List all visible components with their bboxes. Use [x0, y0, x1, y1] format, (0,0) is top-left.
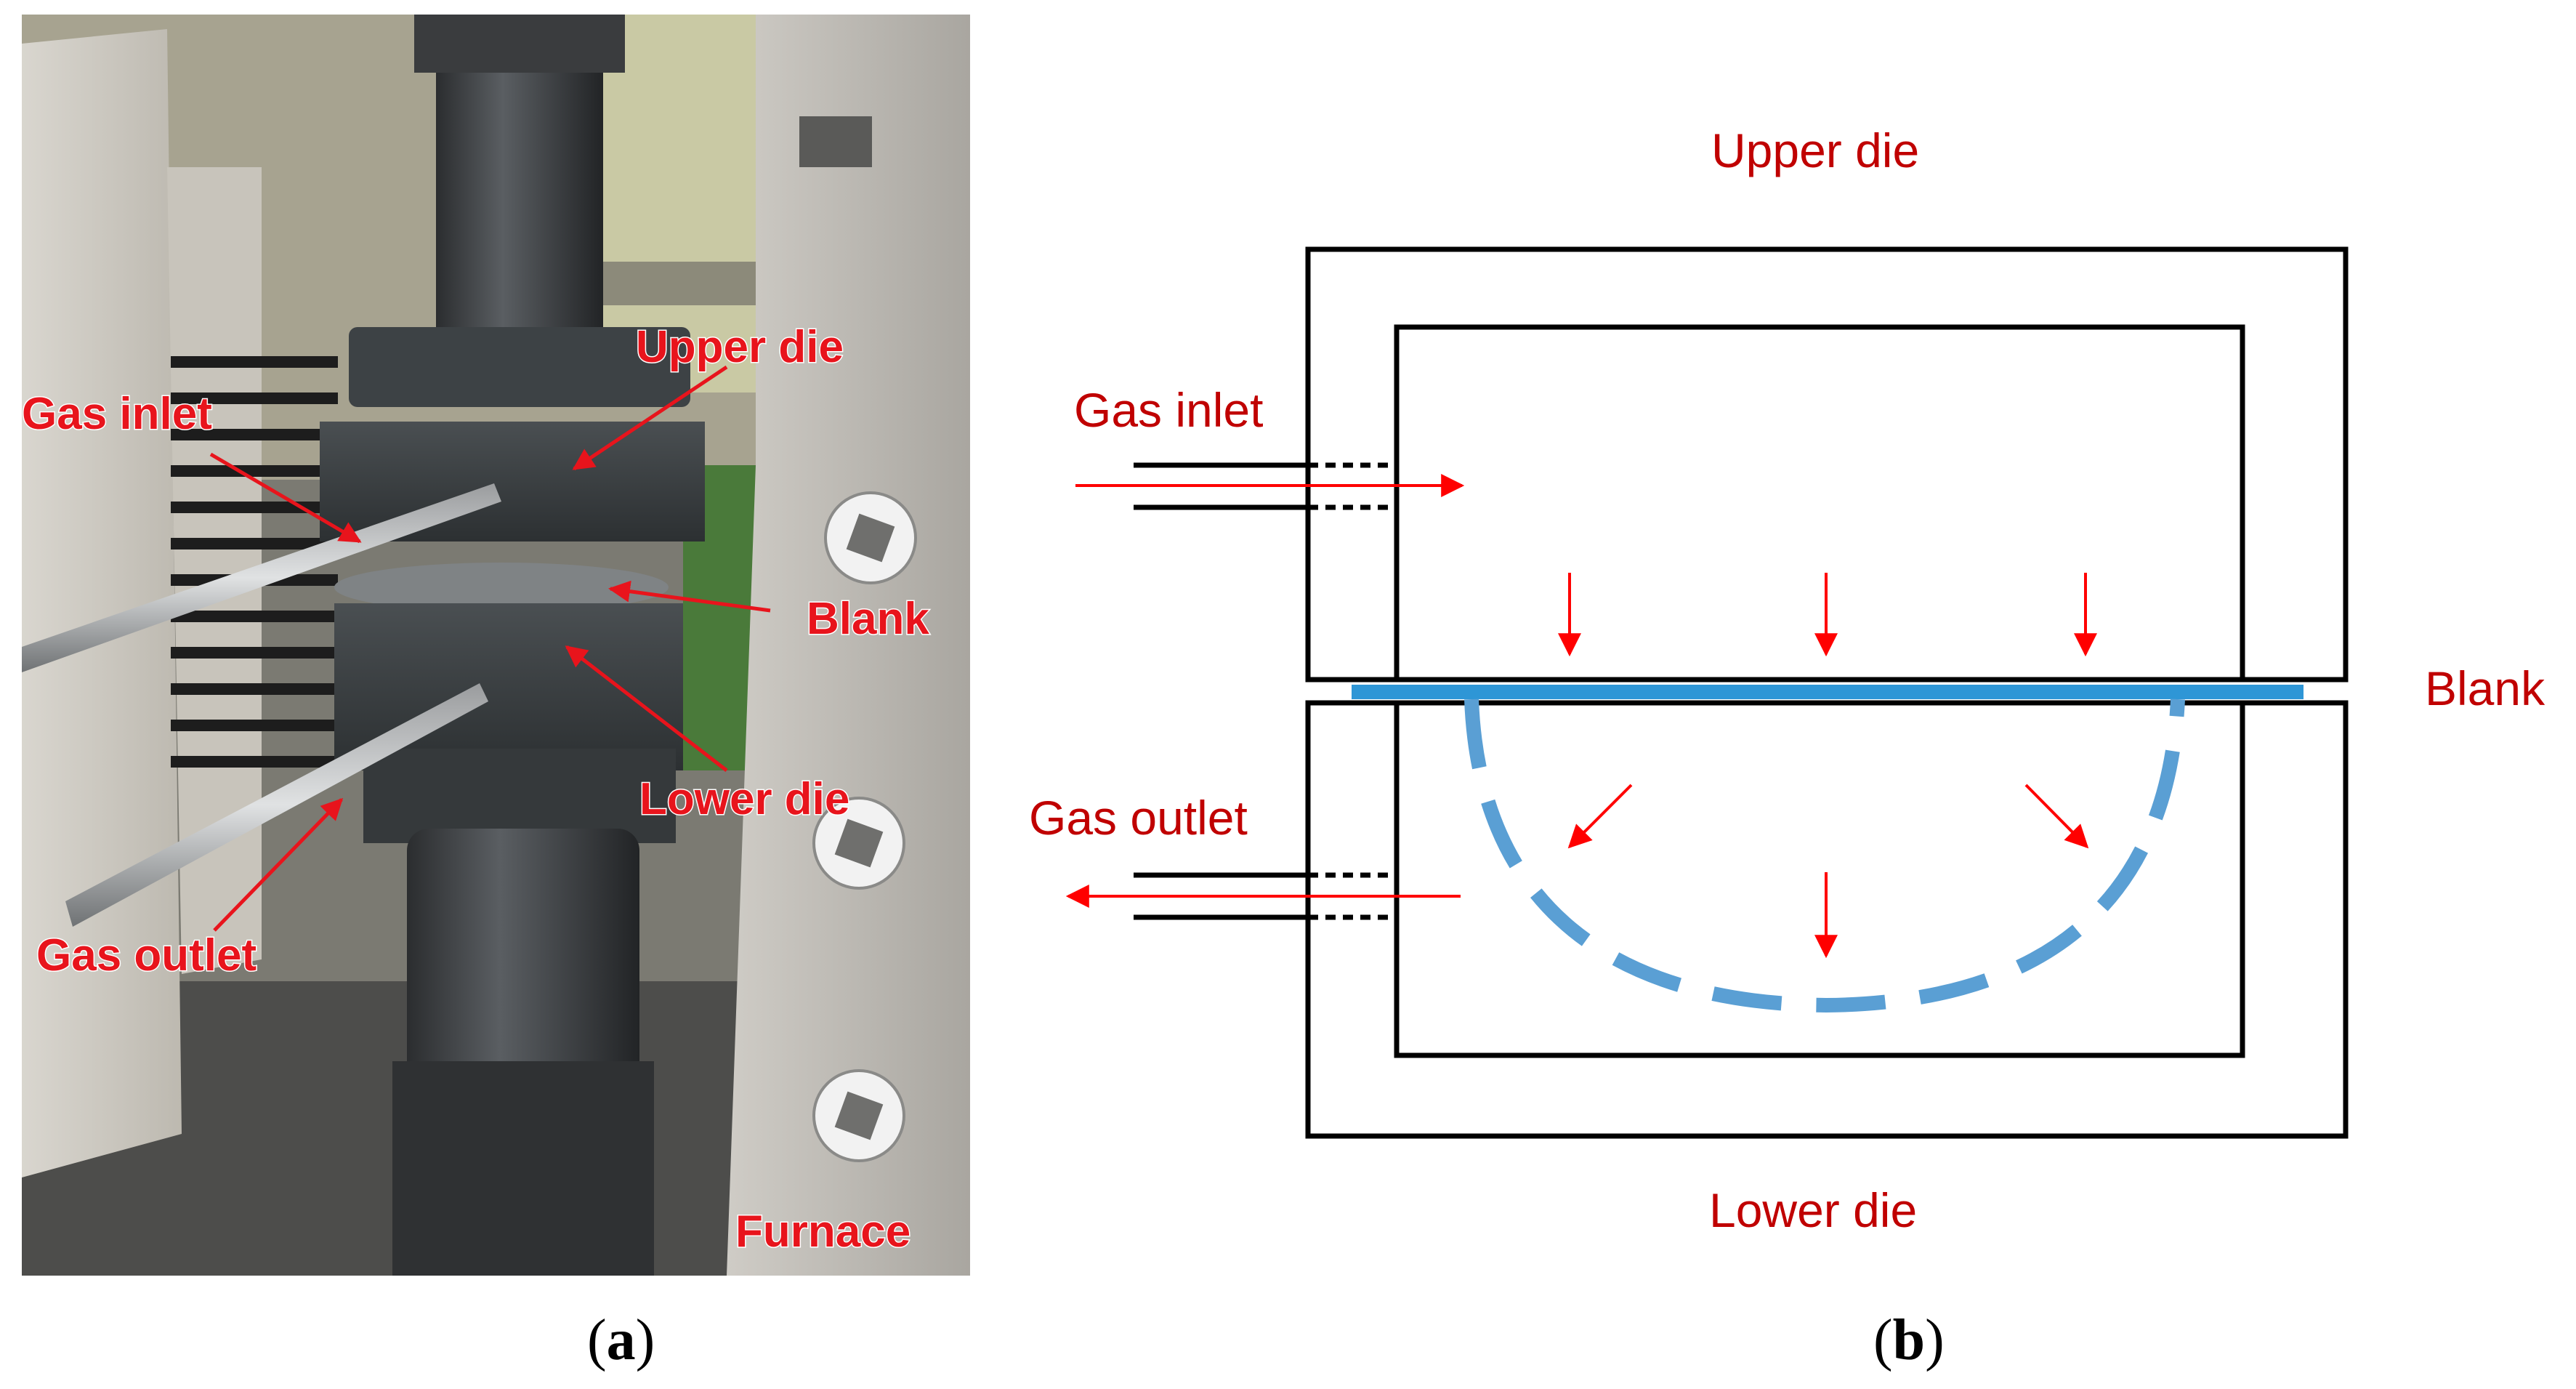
diagram-label-gas-outlet: Gas outlet — [1029, 791, 1248, 845]
upper-die-cavity — [1394, 324, 2245, 683]
background-shelf — [596, 262, 785, 305]
gas-outlet-rod — [65, 683, 488, 927]
furnace-insulation-inner — [167, 167, 262, 974]
upper-die-leader — [572, 365, 728, 471]
schematic-panel: Upper die Gas inlet Blank Gas outlet Low… — [1029, 124, 2545, 1237]
furnace-insulation-left — [22, 29, 182, 1177]
inlet-pipe — [1134, 462, 1397, 510]
diagram-label-gas-inlet: Gas inlet — [1074, 383, 1263, 437]
photo-label-blank: Blank — [807, 594, 929, 644]
gas-inlet-rod — [22, 483, 501, 672]
furnace-door — [727, 15, 970, 1276]
bulged-blank-dashed — [1464, 698, 2185, 1013]
flow-arrows — [1065, 474, 2097, 959]
photo-panel: Upper die Gas inlet Blank Lower die Gas … — [22, 15, 970, 1276]
photo-label-gas-inlet: Gas inlet — [22, 389, 212, 439]
photo-label-lower-die: Lower die — [639, 774, 849, 824]
outlet-pipe — [1134, 872, 1397, 920]
press-column-lower — [407, 829, 639, 1134]
blank-disc — [334, 563, 669, 612]
upper-platen — [349, 327, 690, 407]
upper-die-block — [320, 422, 705, 541]
blank-sheet — [1352, 685, 2304, 699]
press-base — [392, 1061, 654, 1276]
arrow-down-left-icon — [1567, 784, 1633, 849]
diagram-label-lower-die: Lower die — [1709, 1183, 1917, 1237]
photo-label-furnace: Furnace — [735, 1207, 911, 1257]
press-nut — [414, 15, 625, 73]
photo-label-gas-outlet: Gas outlet — [36, 930, 257, 981]
caption-b: (b) — [1873, 1308, 1945, 1372]
arrow-down-right-icon — [2024, 784, 2089, 849]
lower-platen — [363, 749, 676, 843]
lower-die-leader — [565, 645, 728, 772]
photo-leader-arrows — [209, 365, 771, 932]
door-latch — [799, 116, 872, 167]
blank-leader — [608, 580, 771, 613]
gas-inlet-leader — [209, 452, 362, 544]
gas-outlet-leader — [213, 797, 344, 932]
photo-label-upper-die: Upper die — [636, 322, 844, 372]
diagram-label-upper-die: Upper die — [1711, 124, 1919, 177]
caption-a: (a) — [587, 1308, 655, 1372]
door-clamps — [812, 491, 917, 1162]
lower-die-cavity — [1394, 700, 2245, 1058]
diagram-label-blank: Blank — [2425, 661, 2545, 715]
